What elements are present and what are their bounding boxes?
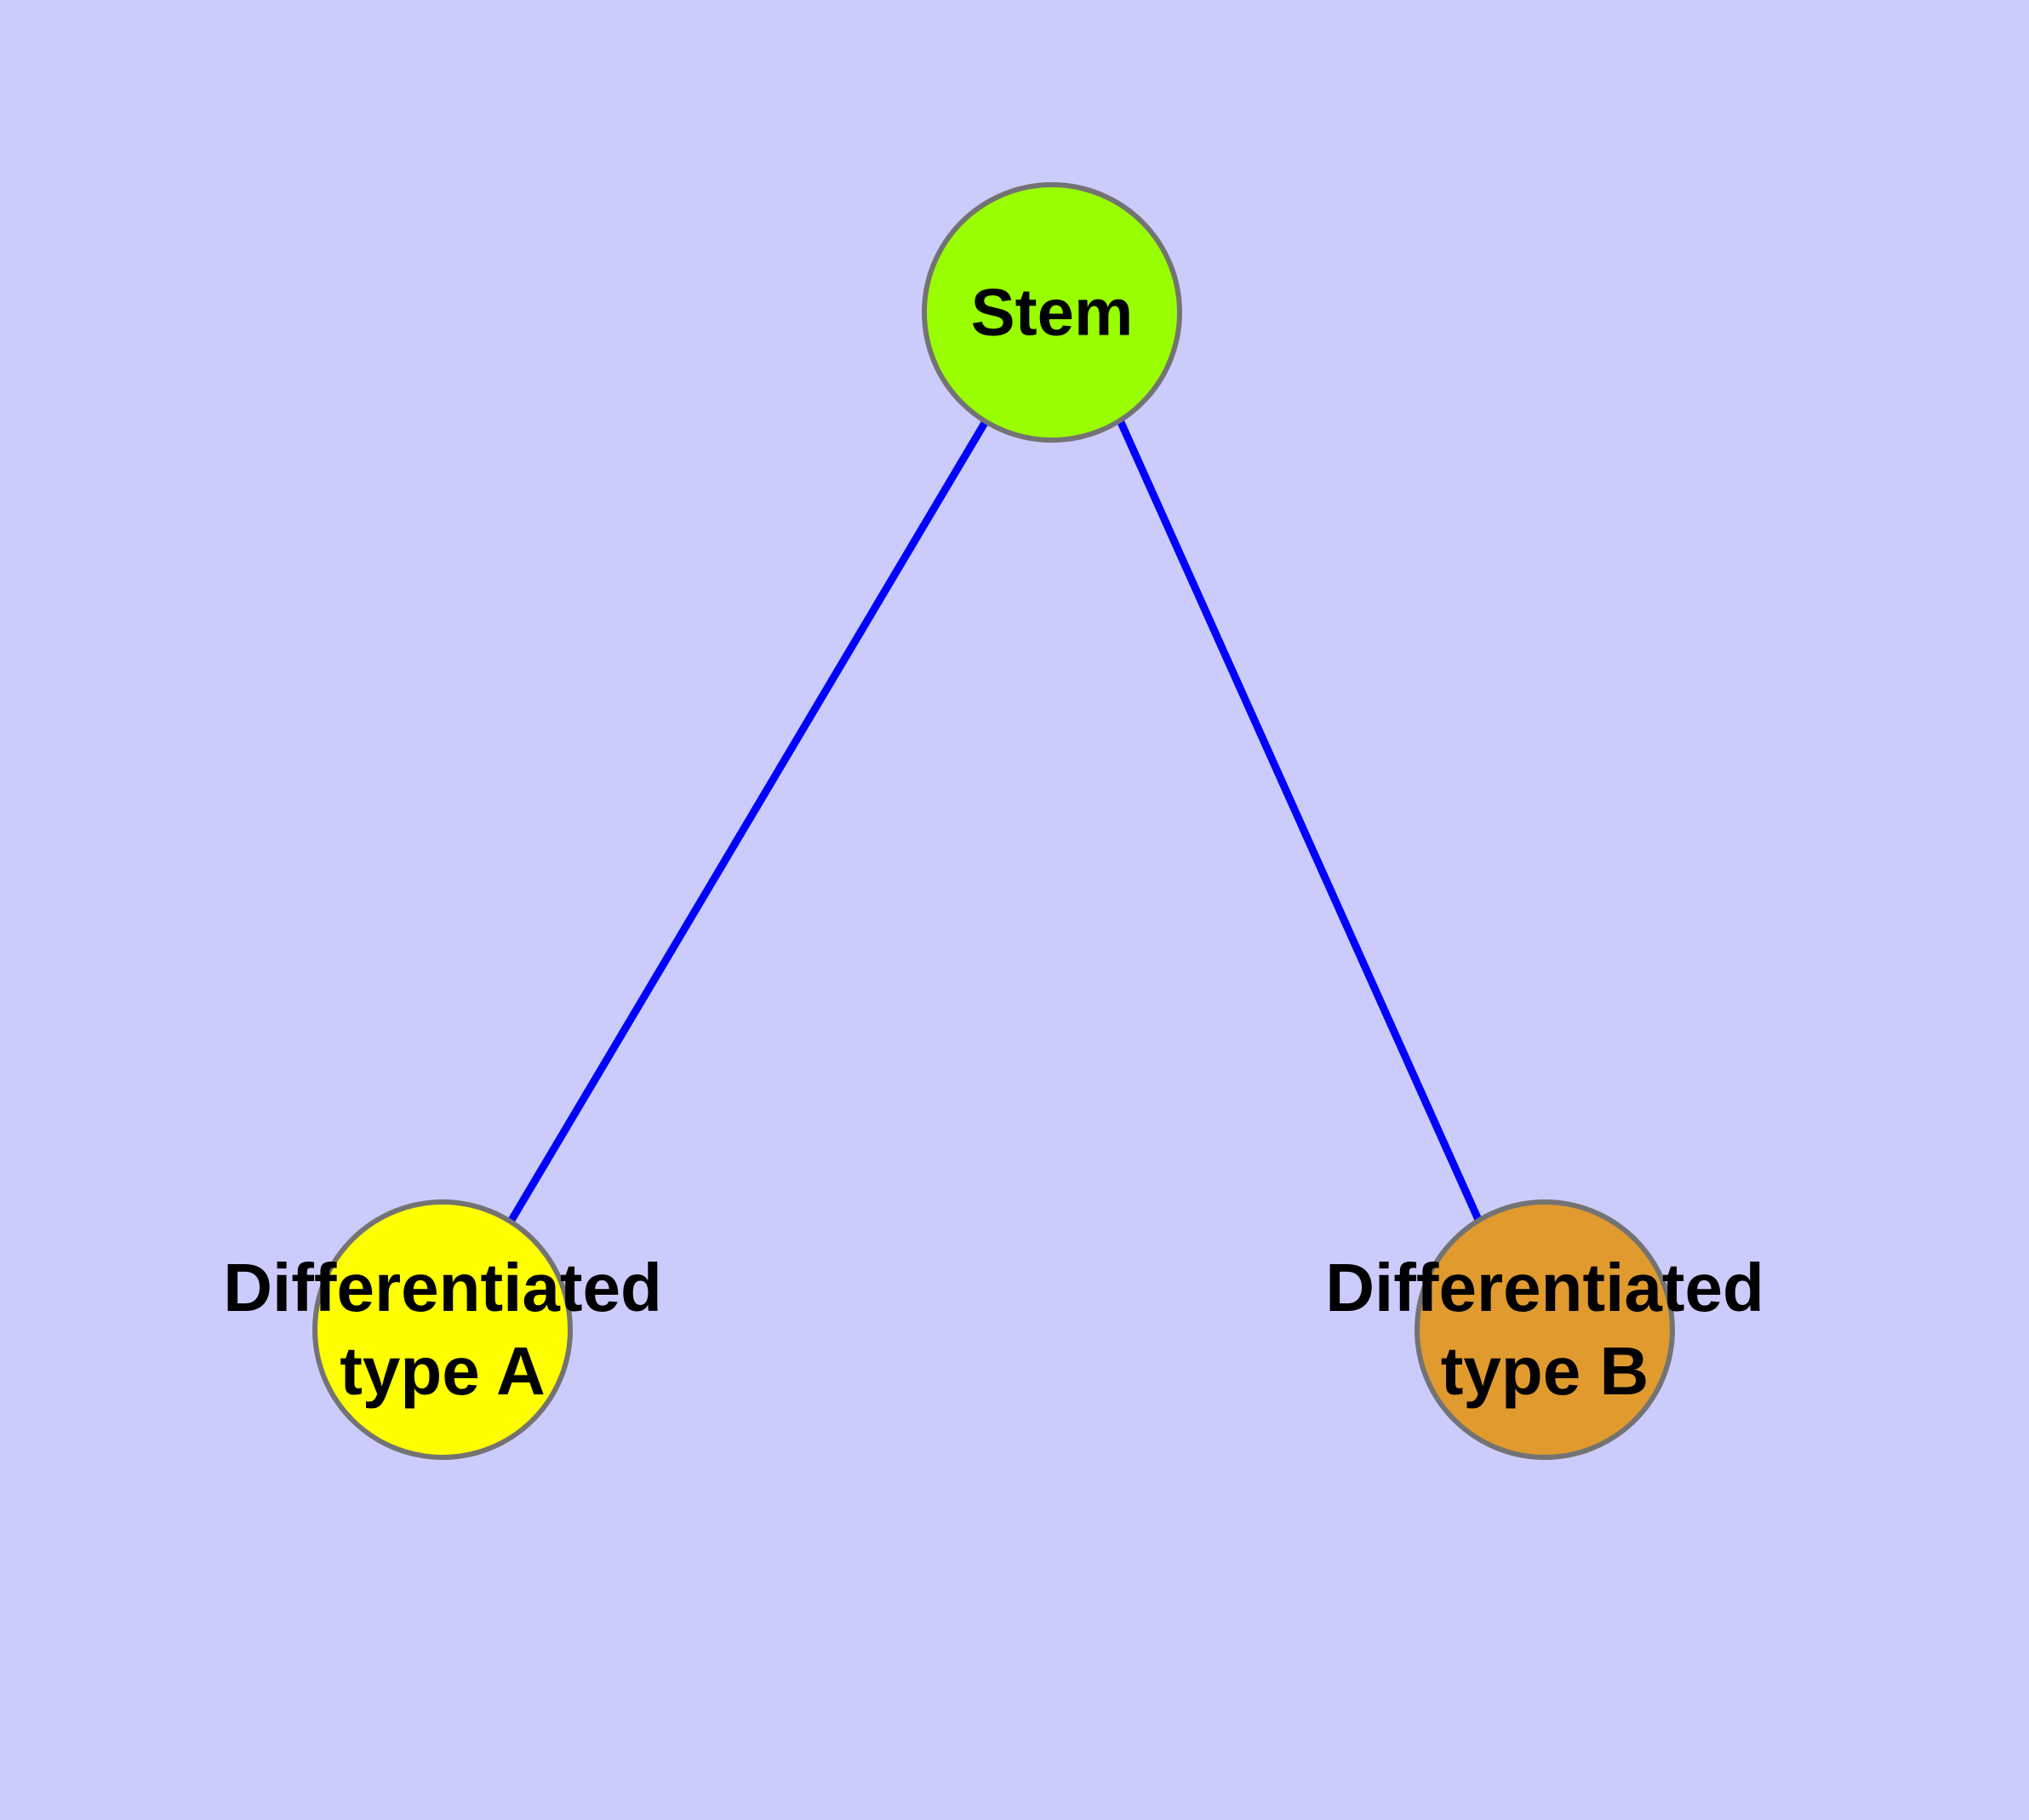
node-stem[interactable] bbox=[922, 182, 1182, 443]
edge-stem-to-diff-a[interactable] bbox=[507, 419, 989, 1224]
edges-group bbox=[507, 419, 1483, 1224]
node-label-line: Stem bbox=[971, 275, 1134, 350]
nodes-group bbox=[312, 182, 1675, 1460]
node-label-line: type B bbox=[1441, 1333, 1649, 1409]
node-label-diff-a: Differentiated type A bbox=[223, 1250, 662, 1409]
node-label-line: Differentiated bbox=[1325, 1250, 1764, 1325]
node-label-line: type A bbox=[340, 1333, 546, 1409]
edge-stem-to-diff-b[interactable] bbox=[1117, 421, 1483, 1223]
node-label-stem: Stem bbox=[971, 275, 1134, 350]
node-label-diff-b: Differentiated type B bbox=[1325, 1250, 1764, 1409]
node-label-line: Differentiated bbox=[223, 1250, 662, 1325]
node-diff-a[interactable] bbox=[312, 1199, 573, 1460]
node-diff-b[interactable] bbox=[1415, 1199, 1675, 1460]
